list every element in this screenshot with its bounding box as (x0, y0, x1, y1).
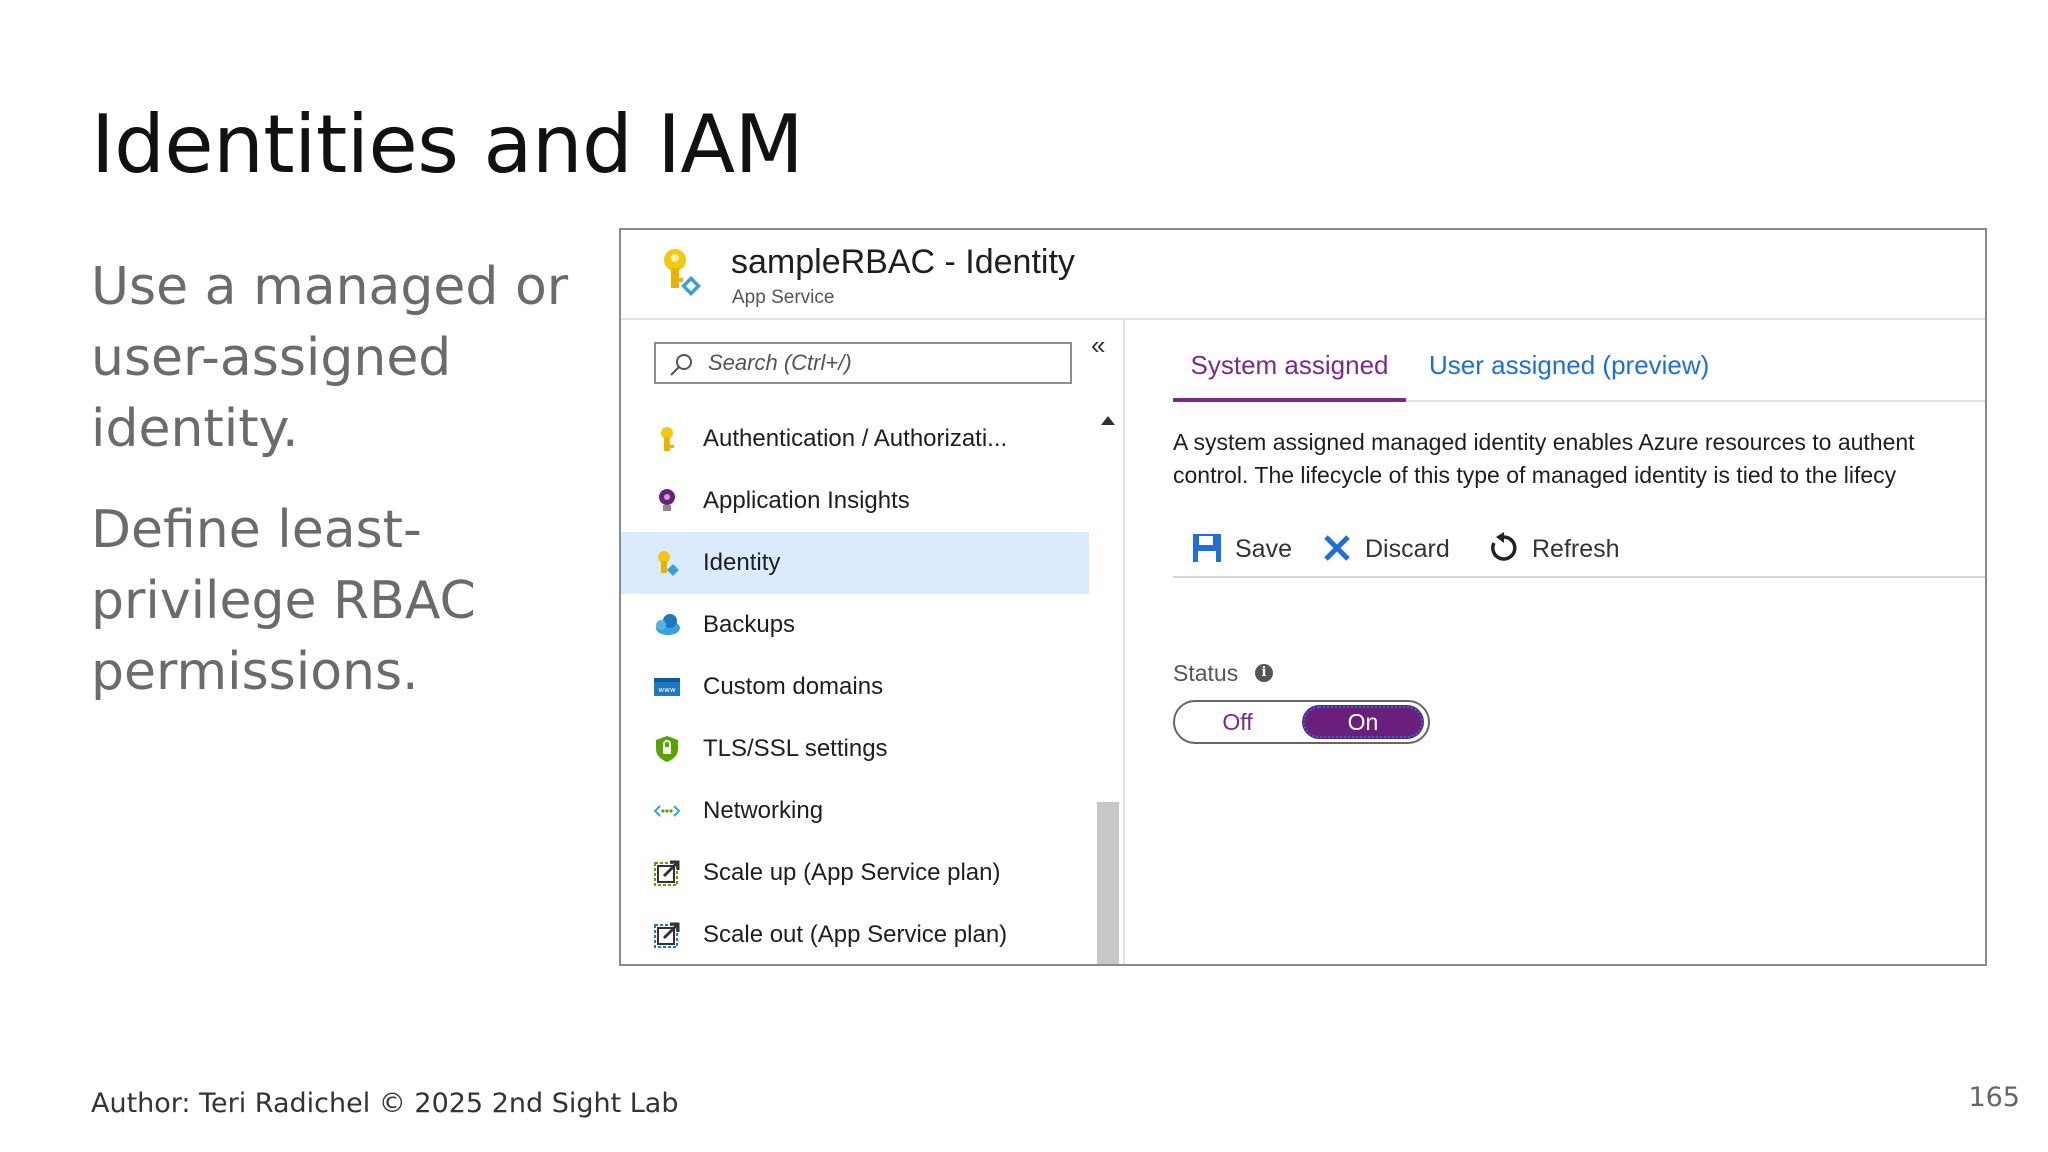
menu-item-label: Backups (703, 611, 796, 638)
toggle-off-option[interactable]: Off (1222, 709, 1253, 735)
search-icon (670, 354, 692, 376)
identity-content: System assigned User assigned (preview) … (1125, 320, 1985, 964)
save-icon (1193, 534, 1221, 562)
blade-title: sampleRBAC - Identity (731, 243, 1075, 281)
menu-scrollbar[interactable] (1095, 408, 1119, 964)
info-icon[interactable]: i (1255, 664, 1273, 682)
author-footer: Author: Teri Radichel © 2025 2nd Sight L… (91, 1088, 679, 1119)
menu-item-authentication[interactable]: Authentication / Authorizati... (621, 408, 1089, 470)
tab-user-assigned[interactable]: User assigned (preview) (1429, 350, 1710, 380)
menu-item-backups[interactable]: Backups (621, 594, 1089, 656)
menu-list: Authentication / Authorizati... Applicat… (621, 408, 1089, 964)
portal-screenshot: sampleRBAC - Identity App Service « Auth… (619, 228, 1987, 966)
refresh-label: Refresh (1532, 535, 1620, 563)
scale-up-icon (654, 860, 680, 886)
menu-item-label: Identity (703, 549, 781, 576)
menu-item-tls-ssl[interactable]: TLS/SSL settings (621, 718, 1089, 780)
key-identity-icon (664, 249, 701, 296)
scale-out-icon (654, 922, 680, 948)
blade-header: sampleRBAC - Identity App Service (621, 230, 1985, 320)
search-box[interactable] (654, 342, 1072, 384)
menu-item-scale-out[interactable]: Scale out (App Service plan) (621, 904, 1089, 964)
refresh-icon (1491, 532, 1517, 561)
menu-item-identity[interactable]: Identity (621, 532, 1089, 594)
menu-item-scale-up[interactable]: Scale up (App Service plan) (621, 842, 1089, 904)
description-line: A system assigned managed identity enabl… (1173, 429, 1915, 455)
scroll-thumb[interactable] (1097, 802, 1119, 964)
discard-label: Discard (1365, 535, 1450, 563)
resource-menu: « Authentication / Authorizati... Applic… (621, 320, 1125, 964)
page-number: 165 (1968, 1082, 2020, 1113)
scroll-up-arrow-icon[interactable] (1101, 416, 1115, 425)
menu-item-label: TLS/SSL settings (703, 735, 888, 762)
bullet-list: Use a managed or user-assigned identity.… (91, 252, 571, 738)
collapse-menu-button[interactable]: « (1091, 330, 1106, 360)
key-icon (661, 427, 674, 451)
menu-item-label: Networking (703, 797, 824, 824)
identity-key-icon (658, 551, 679, 576)
lightbulb-icon (659, 489, 675, 511)
www-icon: www (654, 678, 680, 696)
shield-lock-icon (656, 736, 678, 762)
save-label: Save (1235, 535, 1292, 563)
bullet-item: Define least-privilege RBAC permissions. (91, 500, 476, 702)
menu-item-label: Application Insights (703, 487, 910, 514)
networking-icon (653, 805, 681, 817)
menu-item-custom-domains[interactable]: www Custom domains (621, 656, 1089, 718)
cloud-backup-icon (656, 614, 680, 635)
menu-item-label: Custom domains (703, 673, 884, 700)
description-line: control. The lifecycle of this type of m… (1173, 462, 1897, 488)
close-icon (1324, 535, 1350, 561)
menu-item-networking[interactable]: Networking (621, 780, 1089, 842)
blade-subtitle: App Service (732, 287, 835, 308)
svg-text:www: www (658, 686, 675, 694)
search-input[interactable] (708, 348, 1058, 378)
status-label: Status (1173, 660, 1239, 686)
slide-title: Identities and IAM (91, 98, 804, 191)
menu-item-label: Scale up (App Service plan) (703, 859, 1001, 886)
menu-item-label: Scale out (App Service plan) (703, 921, 1008, 948)
menu-item-application-insights[interactable]: Application Insights (621, 470, 1089, 532)
identity-description: A system assigned managed identity enabl… (1173, 426, 1915, 492)
status-toggle[interactable]: Off On (1173, 700, 1430, 744)
bullet-item: Use a managed or user-assigned identity. (91, 257, 569, 459)
command-bar: Save Discard Refresh (1173, 528, 1985, 578)
toggle-on-option[interactable]: On (1302, 705, 1424, 739)
tab-system-assigned[interactable]: System assigned (1173, 350, 1406, 402)
identity-tabs: System assigned User assigned (preview) (1173, 350, 1985, 402)
menu-item-label: Authentication / Authorizati... (703, 425, 1008, 452)
